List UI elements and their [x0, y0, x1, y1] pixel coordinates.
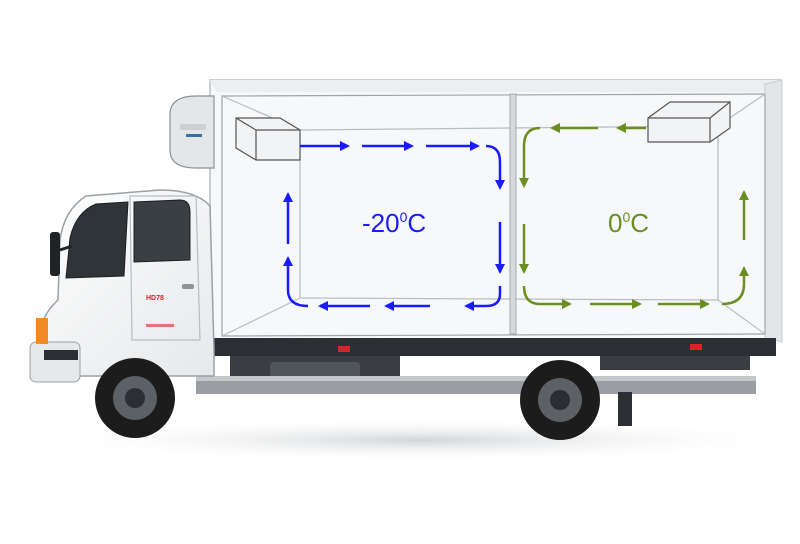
indicator-light — [36, 318, 48, 344]
chassis — [196, 338, 776, 426]
freezer-temperature-label: -200C — [362, 208, 426, 238]
front-wheel — [95, 358, 175, 438]
chiller-arrow — [721, 266, 749, 306]
chiller-airflow — [519, 123, 749, 309]
model-badge: HD78 — [146, 295, 164, 302]
cargo-box — [209, 79, 783, 343]
rear-wheel — [520, 360, 600, 440]
freezer-airflow — [283, 141, 505, 311]
chiller-arrow — [522, 285, 572, 309]
freezer-arrow — [485, 144, 505, 190]
chiller-temperature-label: 00C — [608, 208, 649, 238]
freezer-arrow — [283, 256, 309, 308]
chiller-arrow — [519, 126, 541, 188]
truck-cab: HD78 — [29, 189, 215, 383]
ground-shadow — [30, 418, 800, 462]
refrigeration-unit — [169, 95, 215, 169]
mud-flap — [618, 392, 632, 426]
evaporator-freezer — [235, 117, 301, 161]
freezer-arrow — [464, 286, 502, 311]
interior-perspective — [221, 93, 766, 337]
partition-wall — [509, 93, 517, 335]
evaporator-chiller — [647, 101, 731, 143]
